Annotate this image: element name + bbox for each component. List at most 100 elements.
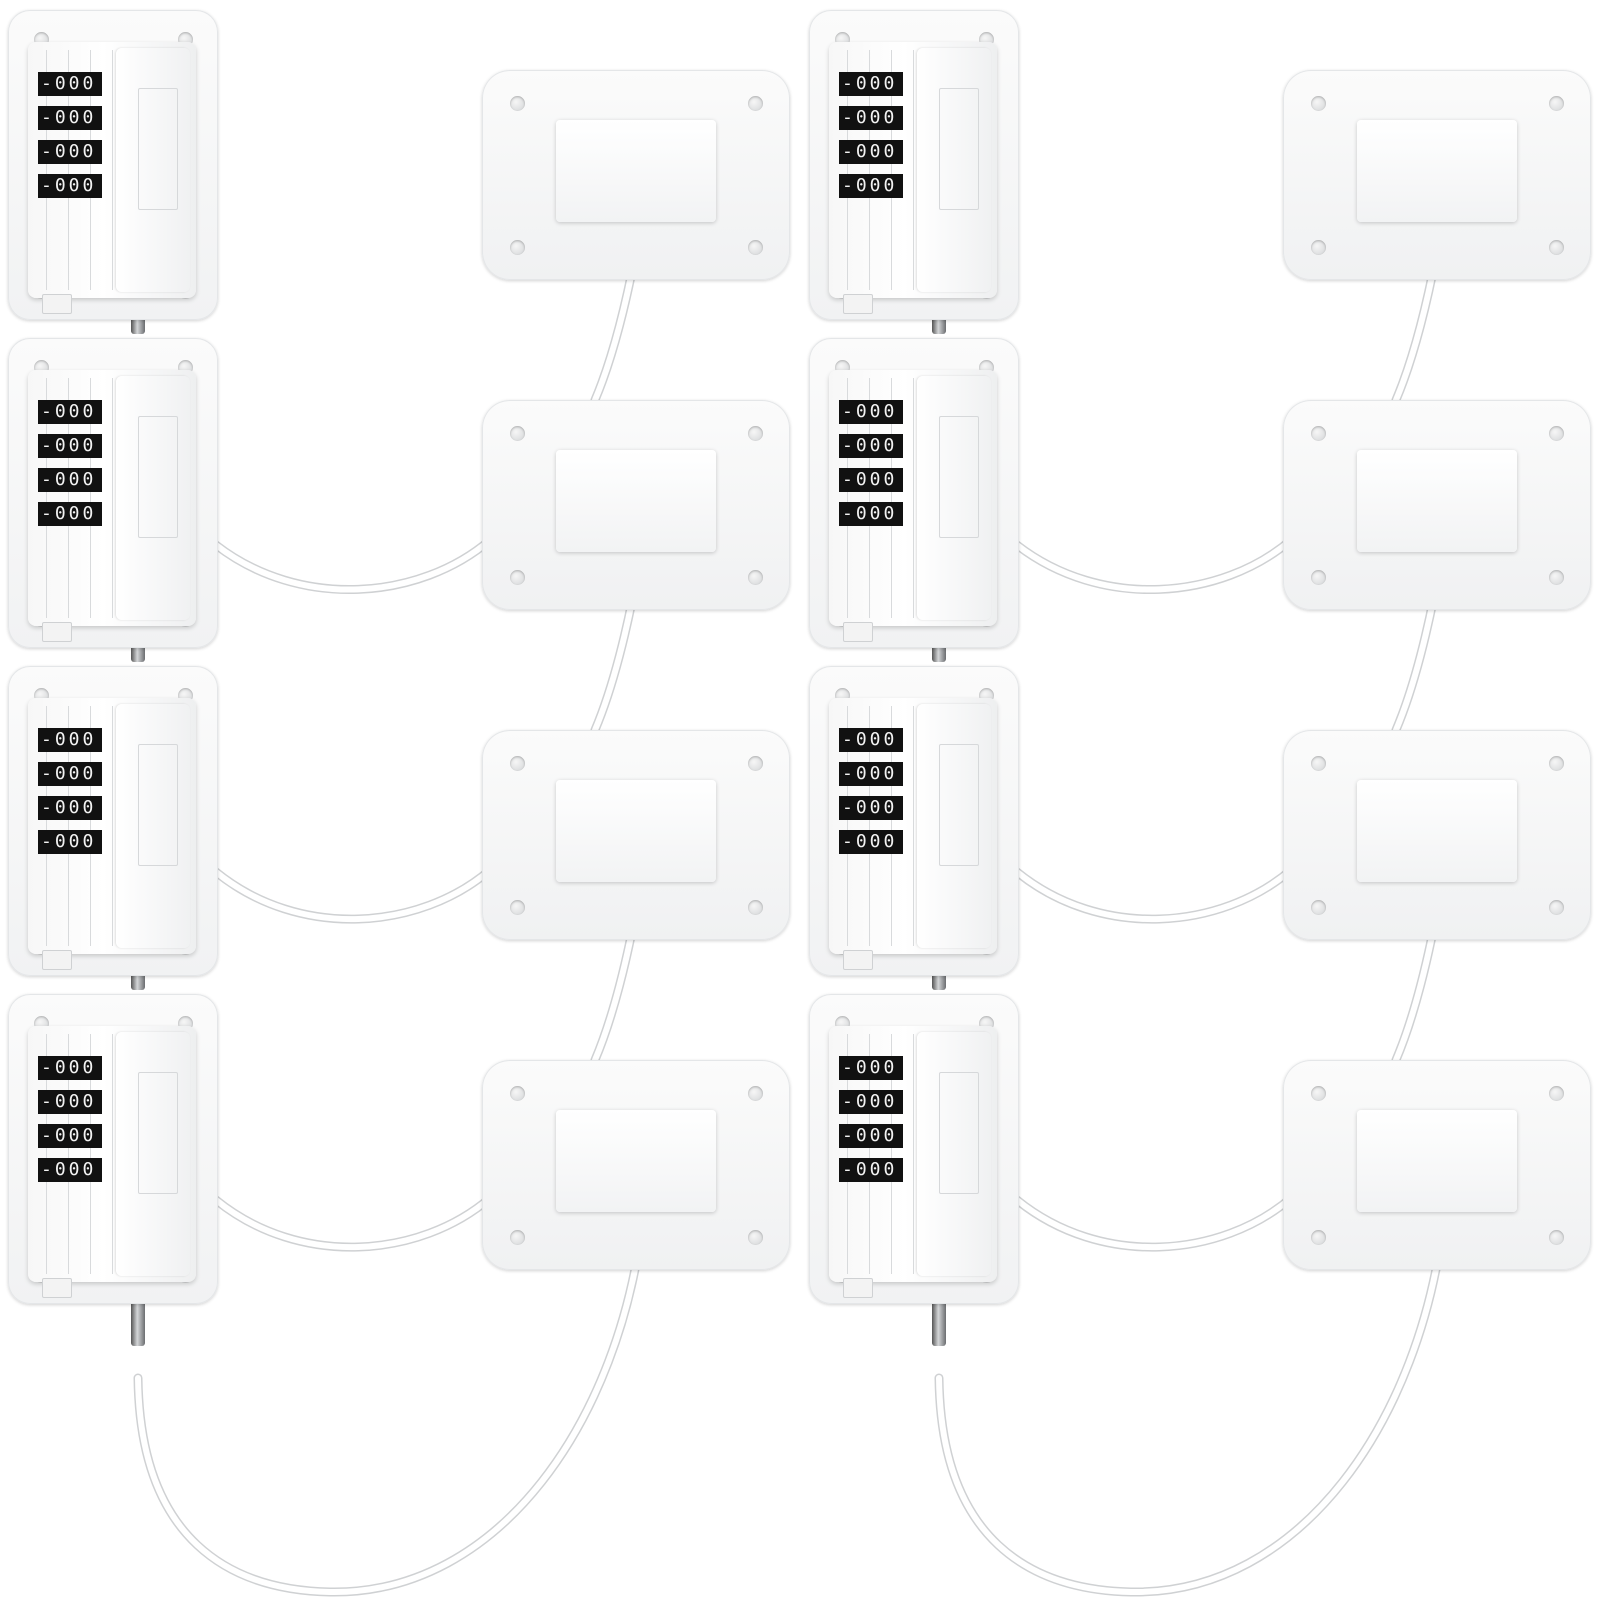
- screw-hole: [510, 1086, 525, 1101]
- screw-hole: [510, 756, 525, 771]
- combination-wheel[interactable]: -000: [38, 174, 102, 198]
- combination-wheel[interactable]: -000: [839, 1124, 903, 1148]
- release-latch: [843, 950, 873, 970]
- combination-wheel[interactable]: -000: [38, 1124, 102, 1148]
- combination-wheel[interactable]: -000: [38, 796, 102, 820]
- combination-wheel[interactable]: -000: [38, 468, 102, 492]
- body-groove: [869, 378, 870, 618]
- cable-loop: [135, 1215, 646, 1596]
- body-groove: [847, 378, 848, 618]
- combination-wheel[interactable]: -000: [839, 400, 903, 424]
- combination-wheel[interactable]: -000: [839, 140, 903, 164]
- combination-wheel[interactable]: -000: [38, 106, 102, 130]
- combination-wheel[interactable]: -000: [839, 434, 903, 458]
- combination-wheel[interactable]: -000: [839, 502, 903, 526]
- body-groove: [46, 378, 47, 618]
- screw-hole: [510, 570, 525, 585]
- combination-wheel[interactable]: -000: [839, 830, 903, 854]
- cover-slot: [138, 88, 178, 210]
- screw-hole: [748, 756, 763, 771]
- combination-wheel[interactable]: -000: [839, 728, 903, 752]
- combination-wheel[interactable]: -000: [839, 1056, 903, 1080]
- body-groove: [68, 50, 69, 290]
- screw-hole: [748, 240, 763, 255]
- cover-slot: [939, 1072, 979, 1194]
- combination-wheel[interactable]: -000: [38, 830, 102, 854]
- body-groove: [68, 378, 69, 618]
- cover-slot: [138, 1072, 178, 1194]
- lock-body: -000 -000 -000 -000: [28, 42, 196, 298]
- combination-lock: -000 -000 -000 -000: [809, 338, 1019, 648]
- release-latch: [843, 622, 873, 642]
- lock-body: -000 -000 -000 -000: [28, 370, 196, 626]
- cover-slot: [138, 416, 178, 538]
- cable-link: [1014, 867, 1294, 922]
- body-groove: [847, 706, 848, 946]
- adhesive-catch-plate: [482, 1060, 790, 1270]
- cover-slot: [939, 88, 979, 210]
- catch-block: [556, 450, 716, 552]
- combination-wheel[interactable]: -000: [839, 1158, 903, 1182]
- screw-hole: [1549, 900, 1564, 915]
- screw-hole: [1311, 240, 1326, 255]
- release-latch: [843, 1278, 873, 1298]
- screw-hole: [748, 1086, 763, 1101]
- combination-wheel[interactable]: -000: [38, 502, 102, 526]
- combination-wheel[interactable]: -000: [839, 762, 903, 786]
- adhesive-catch-plate: [1283, 70, 1591, 280]
- combination-lock: -000 -000 -000 -000: [809, 666, 1019, 976]
- screw-hole: [1549, 1086, 1564, 1101]
- lock-cover: [917, 48, 991, 292]
- adhesive-catch-plate: [482, 400, 790, 610]
- screw-hole: [1311, 756, 1326, 771]
- catch-block: [1357, 780, 1517, 882]
- combination-wheel[interactable]: -000: [38, 1056, 102, 1080]
- body-groove: [112, 706, 113, 946]
- catch-block: [556, 1110, 716, 1212]
- screw-hole: [748, 1230, 763, 1245]
- adhesive-catch-plate: [1283, 730, 1591, 940]
- catch-block: [1357, 120, 1517, 222]
- body-groove: [913, 378, 914, 618]
- combination-wheel[interactable]: -000: [38, 140, 102, 164]
- cover-slot: [939, 744, 979, 866]
- combination-wheel[interactable]: -000: [38, 1090, 102, 1114]
- combination-wheel[interactable]: -000: [38, 434, 102, 458]
- screw-hole: [748, 426, 763, 441]
- combination-wheel[interactable]: -000: [38, 1158, 102, 1182]
- combination-lock: -000 -000 -000 -000: [809, 10, 1019, 320]
- catch-block: [556, 780, 716, 882]
- adhesive-catch-plate: [482, 730, 790, 940]
- body-groove: [891, 50, 892, 290]
- screw-hole: [1549, 240, 1564, 255]
- body-groove: [68, 706, 69, 946]
- screw-hole: [510, 240, 525, 255]
- screw-hole: [1311, 1230, 1326, 1245]
- cable-link: [1014, 537, 1294, 593]
- combination-wheel[interactable]: -000: [38, 728, 102, 752]
- lock-cover: [116, 1032, 190, 1276]
- screw-hole: [748, 570, 763, 585]
- body-groove: [90, 50, 91, 290]
- combination-wheel[interactable]: -000: [839, 106, 903, 130]
- lock-cover: [917, 376, 991, 620]
- combination-lock: -000 -000 -000 -000: [8, 10, 218, 320]
- combination-wheel[interactable]: -000: [38, 72, 102, 96]
- combination-wheel[interactable]: -000: [38, 762, 102, 786]
- combination-wheel[interactable]: -000: [839, 1090, 903, 1114]
- combination-wheel[interactable]: -000: [839, 72, 903, 96]
- combination-wheel[interactable]: -000: [38, 400, 102, 424]
- cover-slot: [939, 416, 979, 538]
- combination-wheel[interactable]: -000: [839, 468, 903, 492]
- screw-hole: [1311, 900, 1326, 915]
- release-latch: [42, 622, 72, 642]
- lock-body: -000 -000 -000 -000: [28, 1026, 196, 1282]
- lock-cover: [917, 704, 991, 948]
- combination-wheel[interactable]: -000: [839, 796, 903, 820]
- release-latch: [42, 1278, 72, 1298]
- lock-body: -000 -000 -000 -000: [829, 698, 997, 954]
- combination-wheel[interactable]: -000: [839, 174, 903, 198]
- screw-hole: [1311, 570, 1326, 585]
- lock-body: -000 -000 -000 -000: [829, 1026, 997, 1282]
